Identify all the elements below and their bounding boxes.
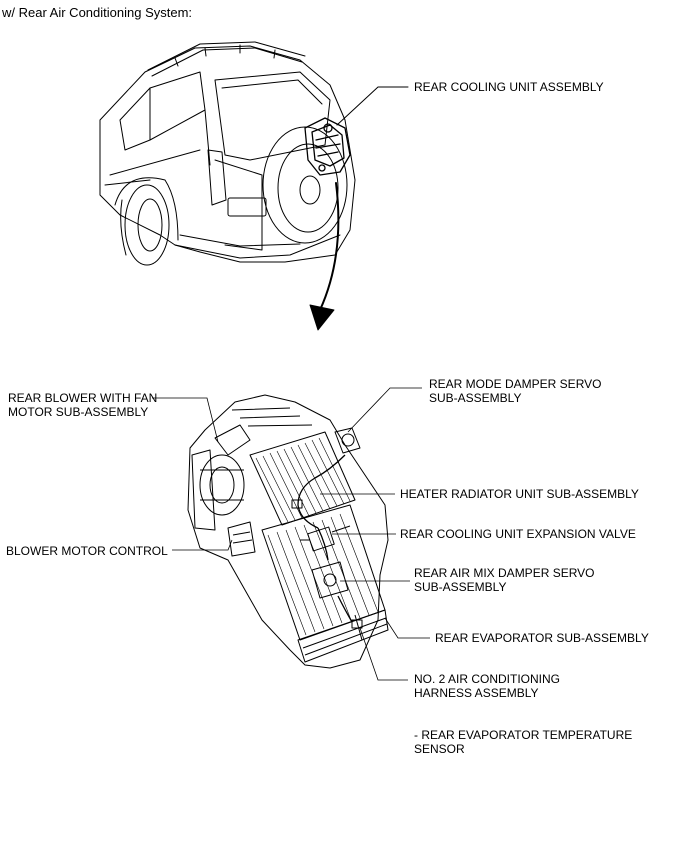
cooling-unit-illustration: [187, 394, 389, 669]
label-temp-sensor-line1: - REAR EVAPORATOR TEMPERATURE: [414, 728, 633, 742]
label-rear-evaporator: REAR EVAPORATOR SUB-ASSEMBLY: [435, 631, 649, 645]
leader-lines: [152, 387, 430, 681]
label-rear-blower-line2: MOTOR SUB-ASSEMBLY: [8, 405, 149, 419]
label-harness-line2: HARNESS ASSEMBLY: [414, 686, 539, 700]
label-rear-blower-line1: REAR BLOWER WITH FAN: [8, 391, 158, 405]
vehicle-illustration: [99, 41, 409, 331]
label-temp-sensor-line2: SENSOR: [414, 742, 465, 756]
label-harness-line1: NO. 2 AIR CONDITIONING: [414, 672, 561, 686]
label-expansion-valve: REAR COOLING UNIT EXPANSION VALVE: [400, 527, 636, 541]
label-blower-motor-control: BLOWER MOTOR CONTROL: [6, 544, 168, 558]
page-title: w/ Rear Air Conditioning System:: [2, 5, 193, 20]
label-mode-servo-line2: SUB-ASSEMBLY: [429, 391, 522, 405]
label-rear-cooling-unit: REAR COOLING UNIT ASSEMBLY: [414, 80, 604, 94]
label-heater-radiator: HEATER RADIATOR UNIT SUB-ASSEMBLY: [400, 487, 639, 501]
label-mode-servo-line1: REAR MODE DAMPER SERVO: [429, 377, 602, 391]
label-air-mix-servo-line1: REAR AIR MIX DAMPER SERVO: [414, 566, 595, 580]
label-air-mix-servo-line2: SUB-ASSEMBLY: [414, 580, 507, 594]
